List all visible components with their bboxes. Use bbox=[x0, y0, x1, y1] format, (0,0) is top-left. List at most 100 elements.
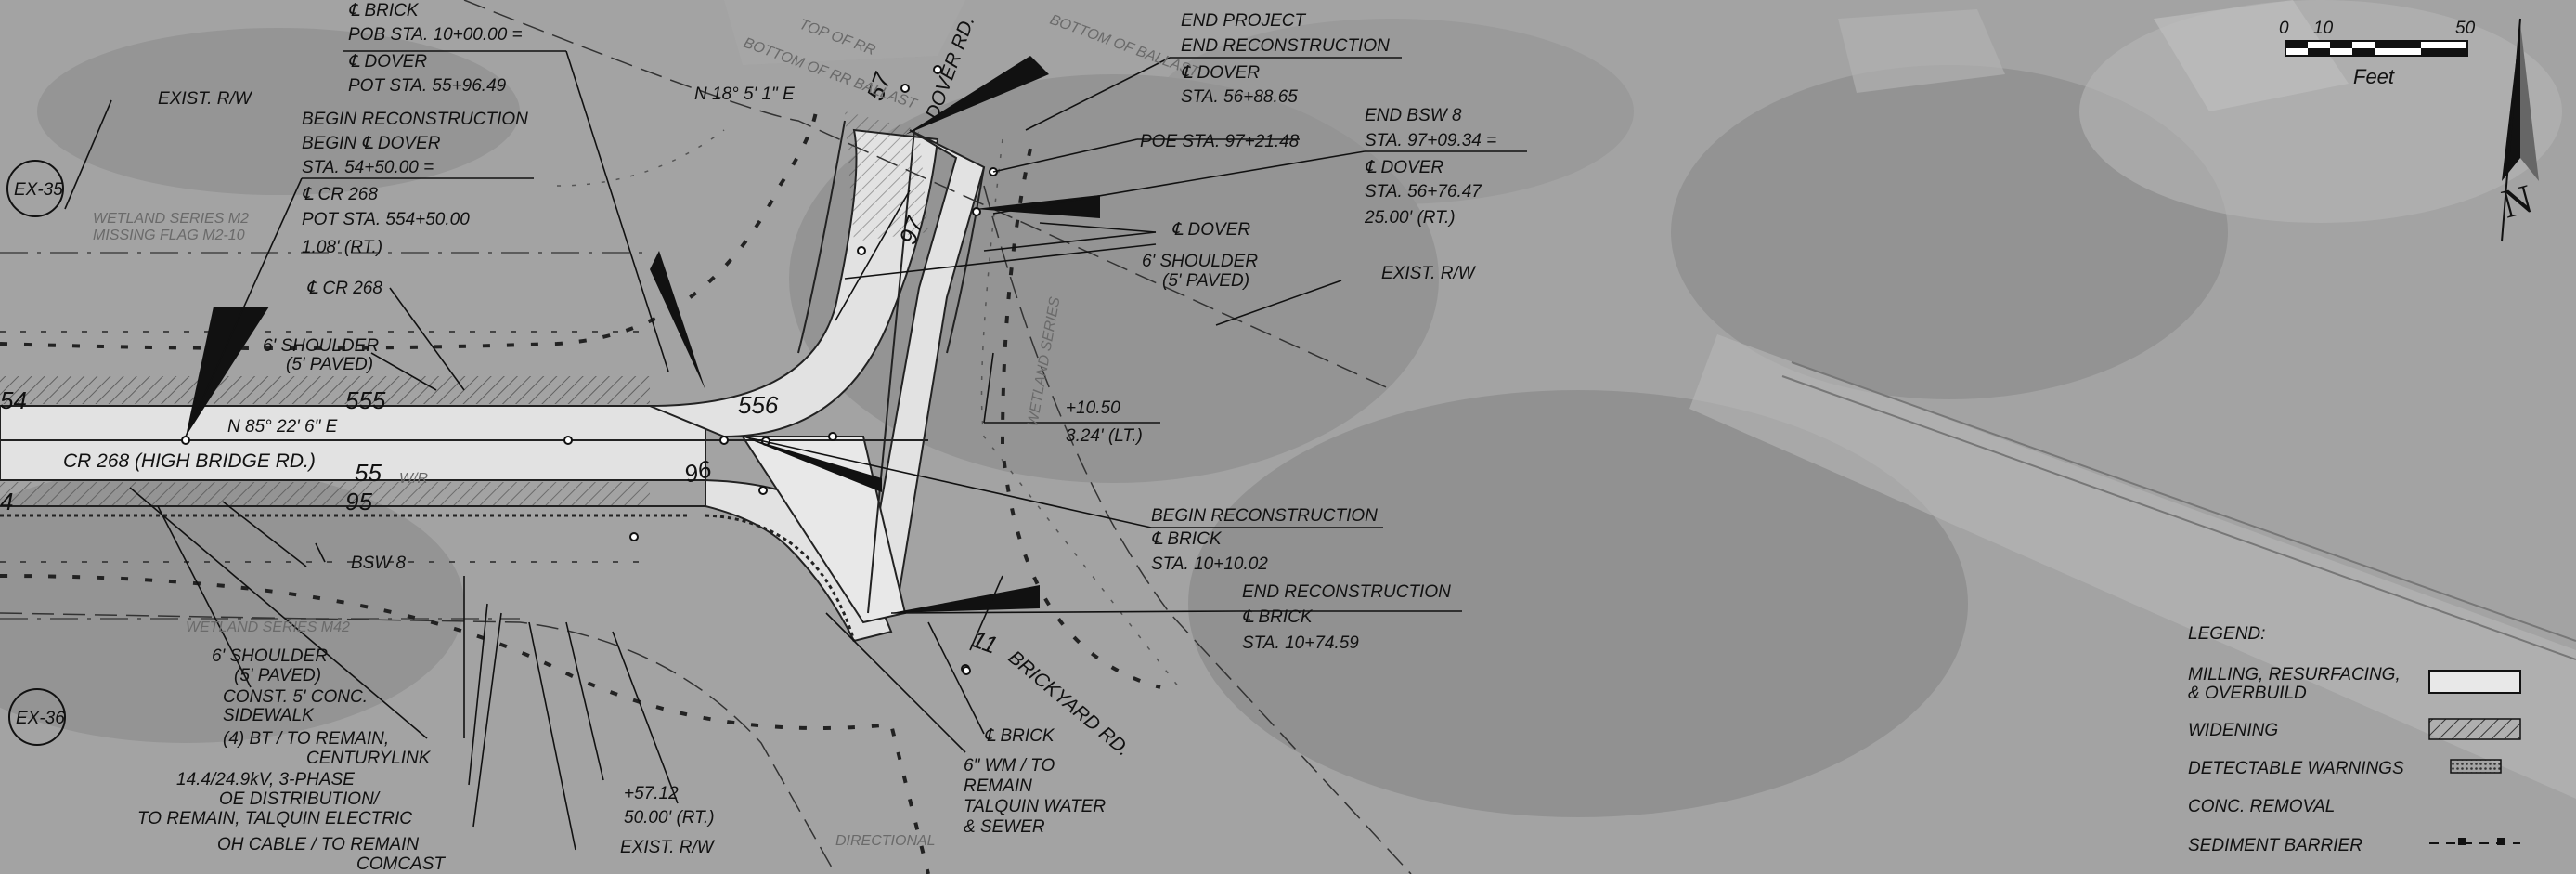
svg-text:6' SHOULDER: 6' SHOULDER bbox=[1142, 252, 1258, 271]
svg-text:℄ DOVER: ℄ DOVER bbox=[348, 52, 427, 72]
svg-text:END RECONSTRUCTION: END RECONSTRUCTION bbox=[1181, 36, 1390, 56]
callout-shoulder-left: 6' SHOULDER (5' PAVED) bbox=[263, 336, 379, 374]
svg-text:CENTURYLINK: CENTURYLINK bbox=[306, 749, 432, 768]
leader-lines bbox=[64, 50, 1527, 851]
callout-bt: (4) BT / TO REMAIN, CENTURYLINK bbox=[223, 729, 432, 768]
svg-text:(4) BT / TO REMAIN,: (4) BT / TO REMAIN, bbox=[223, 729, 389, 749]
svg-text:℄ BRICK: ℄ BRICK bbox=[1242, 607, 1314, 627]
svg-text:6' SHOULDER: 6' SHOULDER bbox=[263, 336, 379, 356]
svg-text:14.4/24.9kV, 3-PHASE: 14.4/24.9kV, 3-PHASE bbox=[176, 770, 355, 789]
svg-text:℄ DOVER: ℄ DOVER bbox=[1365, 158, 1443, 177]
station-555: 555 bbox=[345, 386, 386, 414]
cr268-roadway bbox=[0, 252, 724, 620]
callout-sidewalk: CONST. 5' CONC. SIDEWALK bbox=[223, 687, 368, 725]
callout-shoulder-bottom: 6' SHOULDER (5' PAVED) bbox=[212, 646, 328, 685]
callout-exist-rw-right: EXIST. R/W bbox=[1381, 264, 1477, 283]
svg-text:50.00' (RT.): 50.00' (RT.) bbox=[624, 808, 715, 828]
svg-text:& SEWER: & SEWER bbox=[964, 817, 1045, 837]
svg-text:STA. 10+10.02: STA. 10+10.02 bbox=[1151, 554, 1268, 574]
svg-text:3.24' (LT.): 3.24' (LT.) bbox=[1066, 426, 1143, 446]
legend-item-conc-removal: CONC. REMOVAL bbox=[2188, 797, 2335, 816]
svg-text:BEGIN RECONSTRUCTION: BEGIN RECONSTRUCTION bbox=[1151, 506, 1378, 526]
legend: LEGEND: MILLING, RESURFACING, & OVERBUIL… bbox=[2188, 624, 2521, 855]
callout-begin-recon-brick: BEGIN RECONSTRUCTION ℄ BRICK STA. 10+10.… bbox=[1151, 506, 1378, 574]
scale-label-50: 50 bbox=[2455, 19, 2476, 38]
bearing-cr268: N 85° 22' 6" E bbox=[227, 417, 338, 437]
faint-missing-flag: MISSING FLAG M2-10 bbox=[93, 228, 245, 243]
station-556: 556 bbox=[738, 391, 779, 419]
svg-text:STA. 56+76.47: STA. 56+76.47 bbox=[1365, 182, 1482, 202]
svg-text:SIDEWALK: SIDEWALK bbox=[223, 706, 315, 725]
svg-text:(5' PAVED): (5' PAVED) bbox=[1162, 271, 1249, 291]
callout-c-cr268: ℄ CR 268 bbox=[306, 279, 382, 298]
road-cr268: CR 268 (HIGH BRIDGE RD.) bbox=[63, 450, 316, 472]
svg-text:(5' PAVED): (5' PAVED) bbox=[286, 355, 373, 374]
callout-oh-cable: OH CABLE / TO REMAIN COMCAST bbox=[217, 835, 446, 874]
svg-text:OE DISTRIBUTION/: OE DISTRIBUTION/ bbox=[219, 789, 381, 809]
callout-oe: 14.4/24.9kV, 3-PHASE OE DISTRIBUTION/ TO… bbox=[137, 770, 412, 828]
callout-water-main: 6" WM / TO REMAIN TALQUIN WATER & SEWER bbox=[964, 756, 1106, 837]
svg-text:CONST. 5' CONC.: CONST. 5' CONC. bbox=[223, 687, 368, 707]
svg-text:POT STA. 554+50.00: POT STA. 554+50.00 bbox=[302, 210, 470, 229]
callout-shoulder-right: 6' SHOULDER (5' PAVED) bbox=[1142, 252, 1258, 291]
marker-ex-36: EX-36 bbox=[16, 709, 65, 728]
svg-text:POT STA. 55+96.49: POT STA. 55+96.49 bbox=[348, 76, 507, 96]
svg-text:END BSW 8: END BSW 8 bbox=[1365, 106, 1462, 125]
svg-text:BEGIN RECONSTRUCTION: BEGIN RECONSTRUCTION bbox=[302, 110, 528, 129]
station-55: 55 bbox=[355, 459, 382, 487]
legend-item-widening: WIDENING bbox=[2188, 721, 2278, 740]
legend-item-milling-line2: & OVERBUILD bbox=[2188, 684, 2307, 703]
svg-text:℄ BRICK: ℄ BRICK bbox=[1151, 529, 1223, 549]
svg-text:STA. 54+50.00 =: STA. 54+50.00 = bbox=[302, 158, 434, 177]
ex-markers: EX-35 EX-36 bbox=[6, 160, 66, 746]
svg-text:COMCAST: COMCAST bbox=[356, 854, 446, 874]
svg-text:POB STA. 10+00.00 =: POB STA. 10+00.00 = bbox=[348, 25, 523, 45]
legend-swatch-milling bbox=[2428, 670, 2521, 694]
faint-directional: DIRECTIONAL bbox=[835, 833, 936, 849]
railroad bbox=[1781, 361, 2576, 660]
svg-text:OH CABLE / TO REMAIN: OH CABLE / TO REMAIN bbox=[217, 835, 419, 854]
callout-offset-5712: +57.12 50.00' (RT.) bbox=[624, 784, 715, 828]
marker-ex-35: EX-35 bbox=[14, 180, 63, 200]
legend-item-sediment-barrier: SEDIMENT BARRIER bbox=[2188, 836, 2362, 855]
svg-text:℄ BRICK: ℄ BRICK bbox=[348, 1, 420, 20]
svg-text:+57.12: +57.12 bbox=[624, 784, 679, 803]
svg-text:6" WM / TO: 6" WM / TO bbox=[964, 756, 1055, 776]
legend-swatch-detectable bbox=[2450, 759, 2502, 774]
station-54: 54 bbox=[0, 386, 27, 414]
scale-label-10: 10 bbox=[2313, 19, 2334, 38]
svg-text:STA. 10+74.59: STA. 10+74.59 bbox=[1242, 633, 1359, 653]
svg-text:25.00' (RT.): 25.00' (RT.) bbox=[1364, 208, 1456, 228]
svg-text:1.08' (RT.): 1.08' (RT.) bbox=[302, 238, 382, 257]
legend-swatch-widening bbox=[2428, 718, 2521, 740]
callout-exist-rw-top: EXIST. R/W bbox=[158, 89, 253, 109]
scale-bar: 0 10 50 Feet bbox=[2279, 19, 2476, 88]
station-4: 4 bbox=[0, 488, 13, 515]
station-95: 95 bbox=[345, 488, 372, 515]
svg-text:℄ DOVER: ℄ DOVER bbox=[1181, 63, 1260, 83]
callout-brick-pob: ℄ BRICK POB STA. 10+00.00 = ℄ DOVER POT … bbox=[348, 1, 523, 96]
svg-text:END PROJECT: END PROJECT bbox=[1181, 11, 1306, 31]
svg-text:REMAIN: REMAIN bbox=[964, 776, 1032, 796]
svg-text:END RECONSTRUCTION: END RECONSTRUCTION bbox=[1242, 582, 1451, 602]
svg-text:STA. 97+09.34 =: STA. 97+09.34 = bbox=[1365, 131, 1496, 150]
svg-text:+10.50: +10.50 bbox=[1066, 398, 1120, 418]
scale-label-0: 0 bbox=[2279, 19, 2289, 38]
centerline-points bbox=[181, 65, 998, 675]
scale-unit: Feet bbox=[2353, 65, 2395, 88]
callout-offset-1050: +10.50 3.24' (LT.) bbox=[1066, 398, 1143, 446]
legend-item-milling-line1: MILLING, RESURFACING, bbox=[2188, 665, 2401, 685]
right-of-way-lines bbox=[0, 0, 1412, 874]
callout-end-recon-brick: END RECONSTRUCTION ℄ BRICK STA. 10+74.59 bbox=[1242, 582, 1451, 653]
callout-bsw8: BSW 8 bbox=[351, 554, 407, 573]
callout-begin-recon-dover: BEGIN RECONSTRUCTION BEGIN ℄ DOVER STA. … bbox=[302, 110, 528, 257]
callout-c-dover: ℄ DOVER bbox=[1171, 220, 1250, 240]
callout-end-bsw8: END BSW 8 STA. 97+09.34 = ℄ DOVER STA. 5… bbox=[1364, 106, 1496, 228]
svg-text:BEGIN ℄ DOVER: BEGIN ℄ DOVER bbox=[302, 134, 441, 153]
svg-text:TO REMAIN, TALQUIN ELECTRIC: TO REMAIN, TALQUIN ELECTRIC bbox=[137, 809, 412, 828]
legend-title: LEGEND: bbox=[2188, 624, 2265, 644]
callout-flags bbox=[186, 56, 1100, 613]
faint-wr: W/R bbox=[399, 471, 429, 487]
